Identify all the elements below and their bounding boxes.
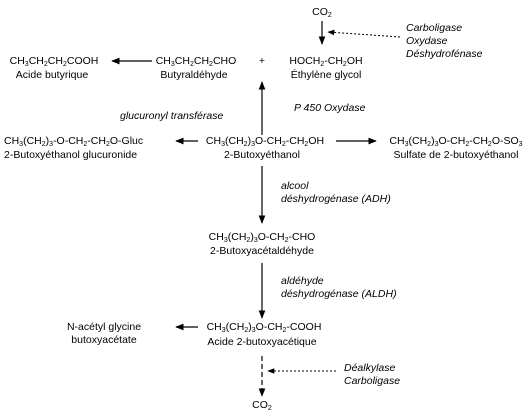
enzyme-aldh-line2: déshydrogénase (ALDH) (281, 288, 397, 300)
enzyme-aldh-line1: aldéhyde (281, 275, 324, 287)
butyric-acid-formula: CH3CH2CH2COOH (9, 55, 99, 68)
butoxyacetaldehyde-name: 2-Butoxyacétaldéhyde (210, 245, 314, 257)
butoxyacetaldehyde-formula: CH3(CH2)3O-CH2-CHO (208, 231, 316, 244)
glucuronide-formula: CH3(CH2)3-O-CH2-CH2O-Gluc (4, 135, 144, 148)
co2-top-formula: CO2 (312, 6, 332, 19)
butyraldehyde-formula: CH3CH2CH2CHO (155, 55, 237, 68)
enzyme-glucuronyl-transferase: glucuronyl transférase (120, 110, 224, 122)
enzyme-carboligase-top: Carboligase (406, 22, 463, 34)
enzyme-adh-line2: déshydrogénase (ADH) (281, 193, 391, 205)
glycine-conjugate-line1: N-acétyl glycine (66, 321, 142, 333)
ethylene-glycol-formula: HOCH2-CH2OH (289, 55, 363, 68)
butoxyacetic-acid-formula: CH3(CH2)3O-CH2-COOH (206, 321, 322, 334)
butoxyacetic-acid-name: Acide 2-butoxyacétique (207, 336, 317, 348)
glucuronide-name: 2-Butoxyéthanol glucuronide (4, 149, 138, 161)
glycine-conjugate-line2: butoxyacétate (71, 334, 137, 346)
sulfate-formula: CH3(CH2)3O-CH2-CH2O-SO3 (389, 135, 523, 148)
butoxyethanol-name: 2-Butoxyéthanol (224, 149, 300, 161)
sulfate-name: Sulfate de 2-butoxyéthanol (393, 149, 519, 161)
enzyme-adh-line1: alcool (281, 180, 309, 192)
ethylene-glycol-name: Éthylène glycol (290, 69, 362, 81)
enzyme-dealkylase: Déalkylase (344, 362, 396, 374)
enzyme-p450-oxydase: P 450 Oxydase (294, 102, 366, 114)
co2-bottom-formula: CO2 (252, 399, 272, 412)
enzyme-carboligase-bottom: Carboligase (344, 375, 401, 387)
plus-sign: + (258, 55, 266, 67)
butoxyethanol-formula: CH3(CH2)3O-CH2-CH2OH (205, 135, 325, 148)
enzyme-oxydase: Oxydase (406, 35, 448, 47)
butyric-acid-name: Acide butyrique (15, 69, 89, 81)
dotted-arrow-enzymes-top (327, 29, 401, 38)
butyraldehyde-name: Butyraldéhyde (160, 69, 228, 81)
enzyme-deshydrofenase: Déshydrofénase (406, 48, 483, 60)
